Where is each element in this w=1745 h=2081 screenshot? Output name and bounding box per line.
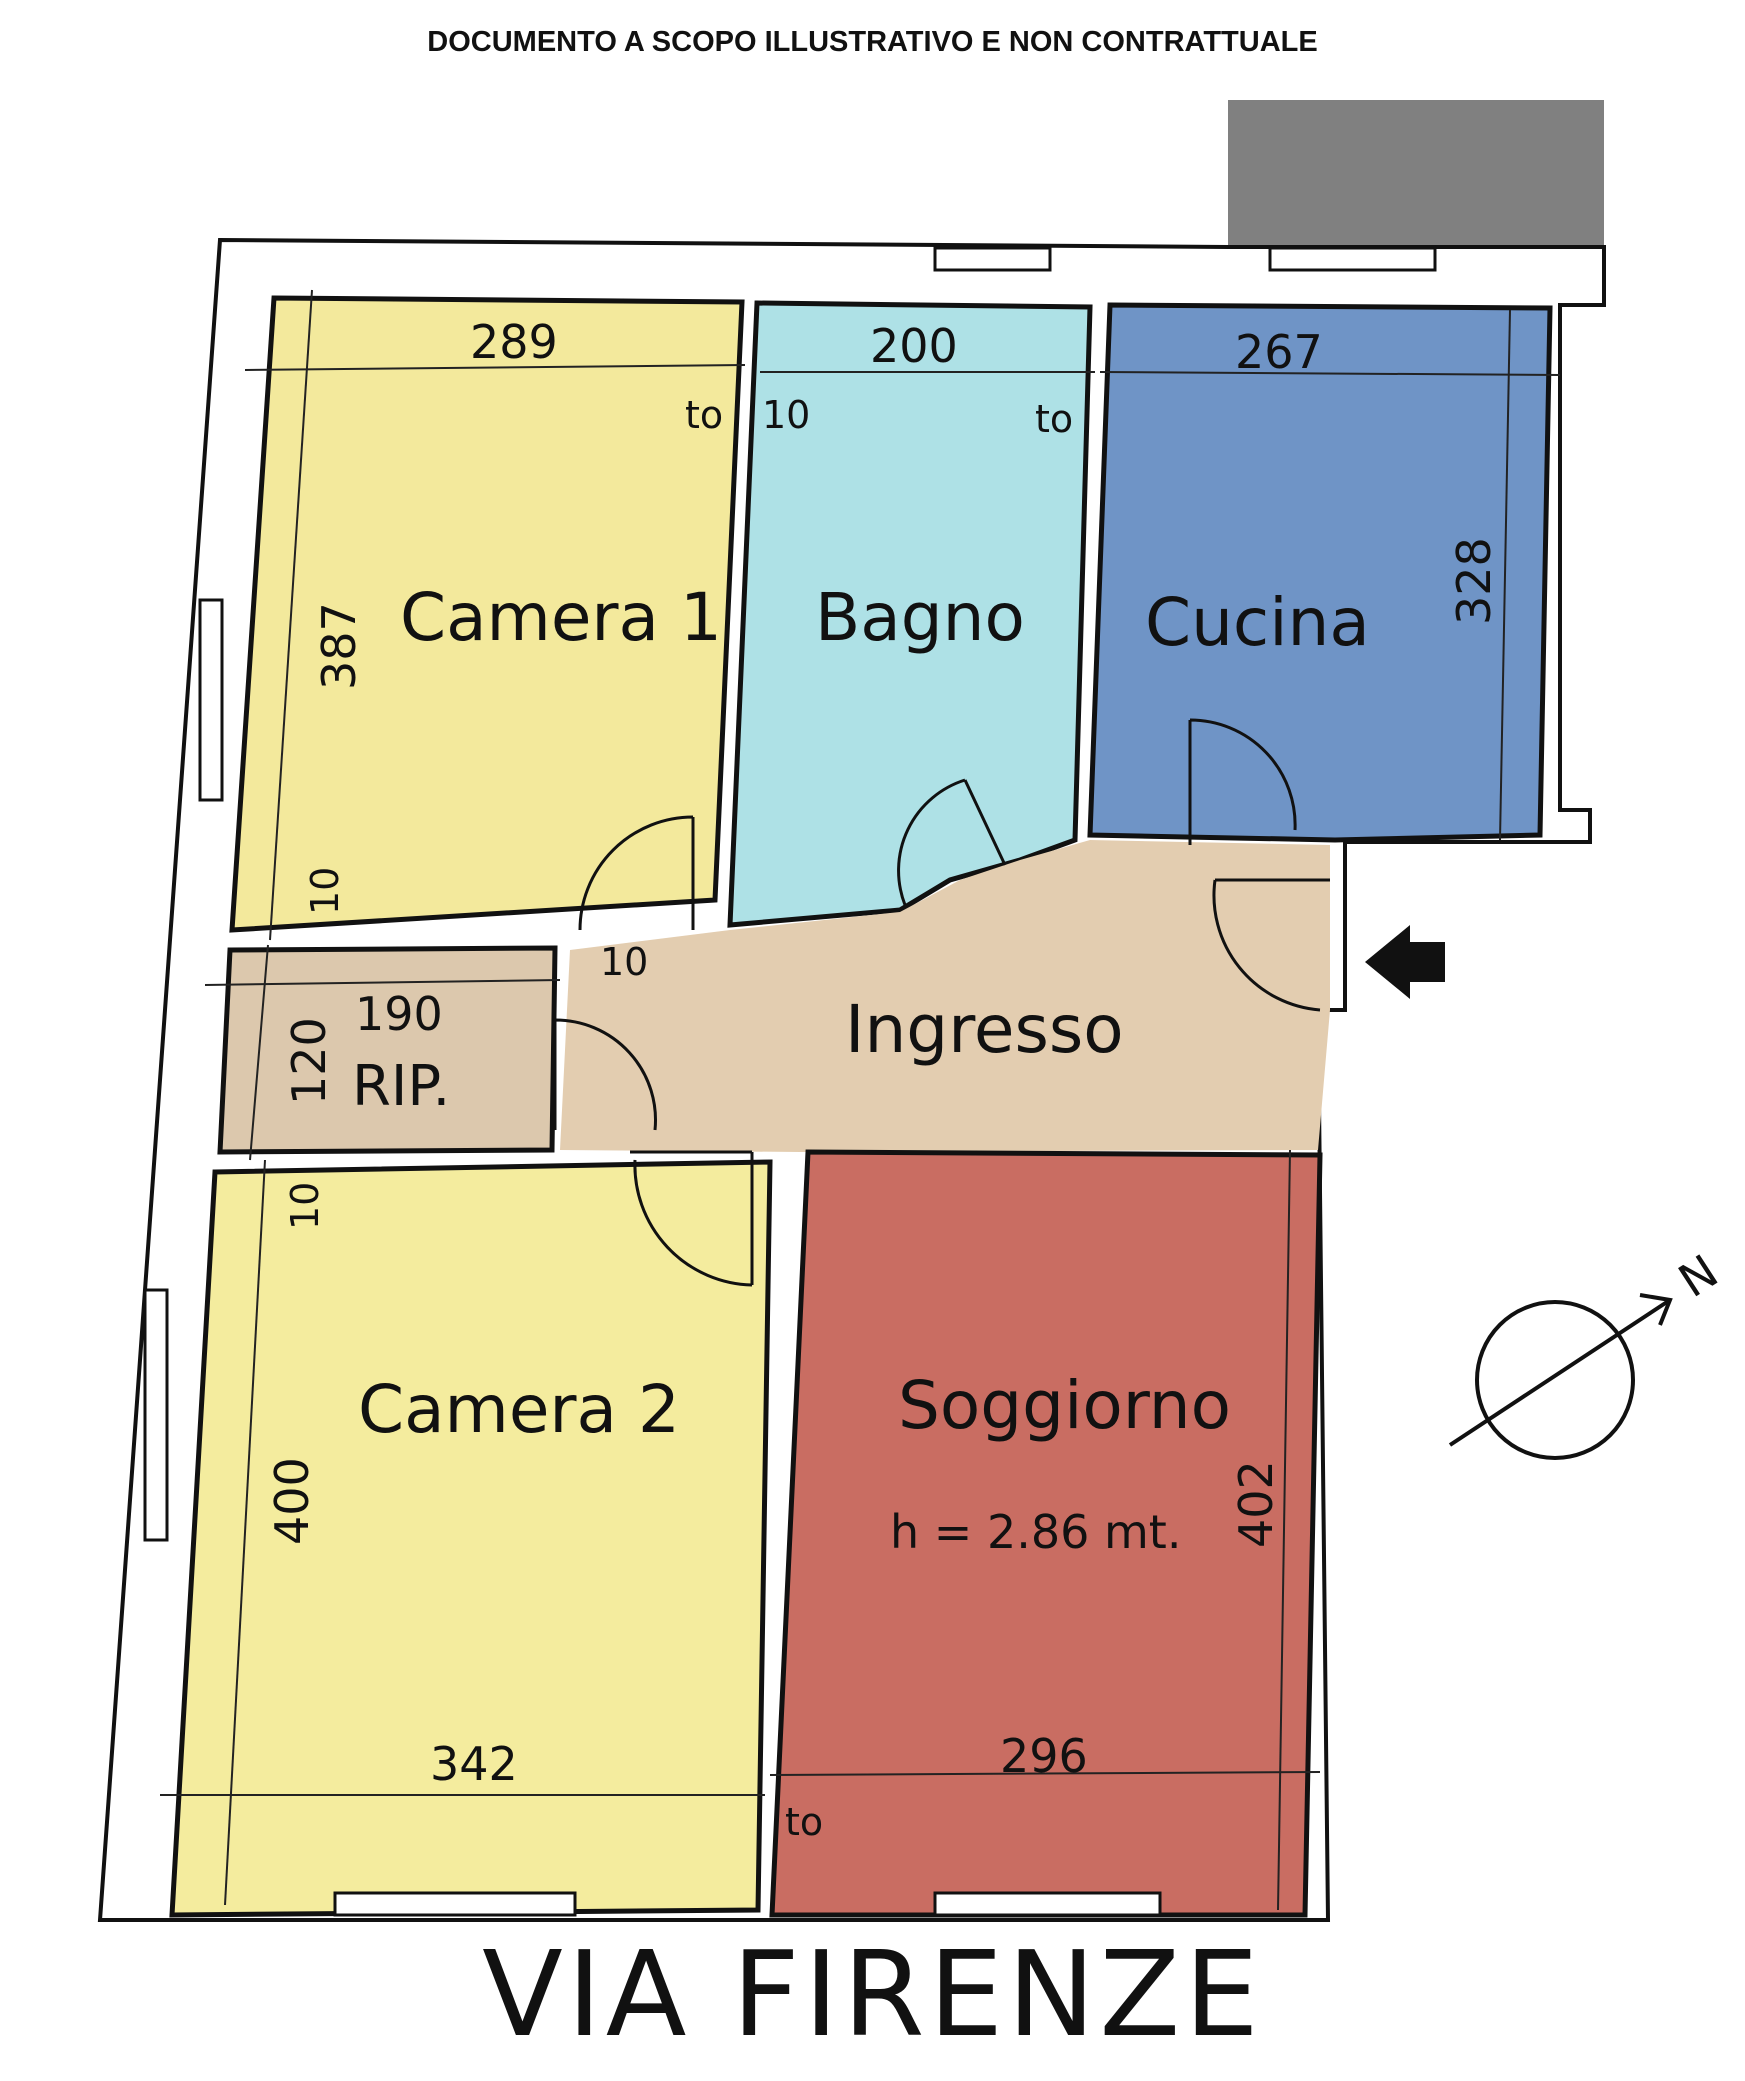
door-cucina <box>1188 718 1297 845</box>
room-label-rip: RIP. <box>352 1054 450 1119</box>
compass-icon <box>1448 1293 1673 1460</box>
door-bagno <box>897 778 1007 906</box>
door-entrance <box>1212 878 1330 1012</box>
room-cucina <box>1087 302 1553 843</box>
balcony <box>1228 100 1604 247</box>
dim-soggiorno-depth: 402 <box>1229 1460 1283 1548</box>
dim-camera-2-width: 342 <box>430 1737 518 1791</box>
room-label-camera-1: Camera 1 <box>400 579 722 656</box>
window <box>198 598 224 802</box>
dim-bagno-width: 200 <box>870 319 958 373</box>
room-camera-1 <box>229 295 745 933</box>
room-ingresso <box>560 840 1330 1152</box>
wall-thickness: 10 <box>283 1182 327 1230</box>
dim-cucina-width: 267 <box>1235 325 1323 379</box>
wall-thickness: 10 <box>600 940 648 984</box>
ceiling-height-note: h = 2.86 mt. <box>890 1505 1181 1559</box>
dim-camera-1-depth: 387 <box>312 602 366 690</box>
door-camera-1 <box>578 815 695 931</box>
room-bagno <box>727 300 1093 928</box>
room-label-bagno: Bagno <box>815 579 1025 656</box>
window <box>1268 246 1437 272</box>
wall-marker: to <box>785 1800 823 1844</box>
outer-wall <box>97 237 1606 1922</box>
room-label-cucina: Cucina <box>1145 584 1370 661</box>
entrance-arrow-icon <box>1365 925 1445 999</box>
wall-marker: to <box>685 393 723 437</box>
room-rip <box>217 945 558 1155</box>
room-soggiorno <box>769 1149 1323 1918</box>
disclaimer-header: DOCUMENTO A SCOPO ILLUSTRATIVO E NON CON… <box>427 26 1318 58</box>
wall-thickness: 10 <box>303 867 347 915</box>
street-name: VIA FIRENZE <box>482 1925 1263 2063</box>
window <box>933 1891 1162 1917</box>
dim-rip-width: 190 <box>355 987 443 1041</box>
door-camera-2 <box>630 1150 754 1287</box>
room-label-ingresso: Ingresso <box>845 991 1124 1068</box>
window <box>933 246 1052 272</box>
room-camera-2 <box>169 1159 773 1918</box>
dim-soggiorno-width: 296 <box>1000 1729 1088 1783</box>
dim-cucina-depth: 328 <box>1447 537 1501 625</box>
window <box>333 1891 577 1917</box>
dim-camera-1-width: 289 <box>470 315 558 369</box>
wall-thickness: 10 <box>762 393 810 437</box>
compass-north-label: N <box>1669 1244 1727 1308</box>
window <box>143 1288 169 1542</box>
wall-marker: to <box>1035 397 1073 441</box>
room-label-camera-2: Camera 2 <box>358 1371 680 1448</box>
room-label-soggiorno: Soggiorno <box>898 1367 1231 1444</box>
dim-rip-depth: 120 <box>282 1017 336 1105</box>
door-rip <box>553 1018 657 1131</box>
dim-camera-2-depth: 400 <box>265 1457 319 1545</box>
